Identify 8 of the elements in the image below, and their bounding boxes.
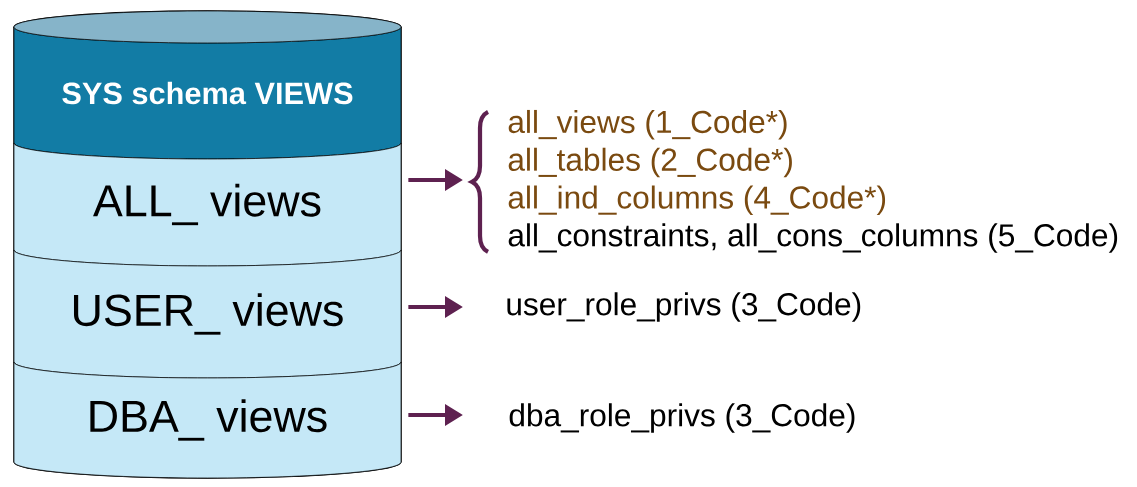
- band: USER_ views: [13, 249, 402, 379]
- node-label: DBA_ views: [90, 399, 327, 441]
- bracketed-list: all_views (1_Code*) all_tables (2_Code*) all_ind_columns (4_Code*) all_constraints, all_cons_columns (5_Code): [469, 109, 1118, 254]
- band: SYS schema VIEWS: [13, 10, 402, 160]
- view-name: dba_role_privs (3_Code): [509, 403, 855, 433]
- view-name: user_role_privs (3_Code): [507, 292, 861, 322]
- band: DBA_ views: [13, 361, 402, 479]
- band: ALL_ views: [13, 142, 402, 267]
